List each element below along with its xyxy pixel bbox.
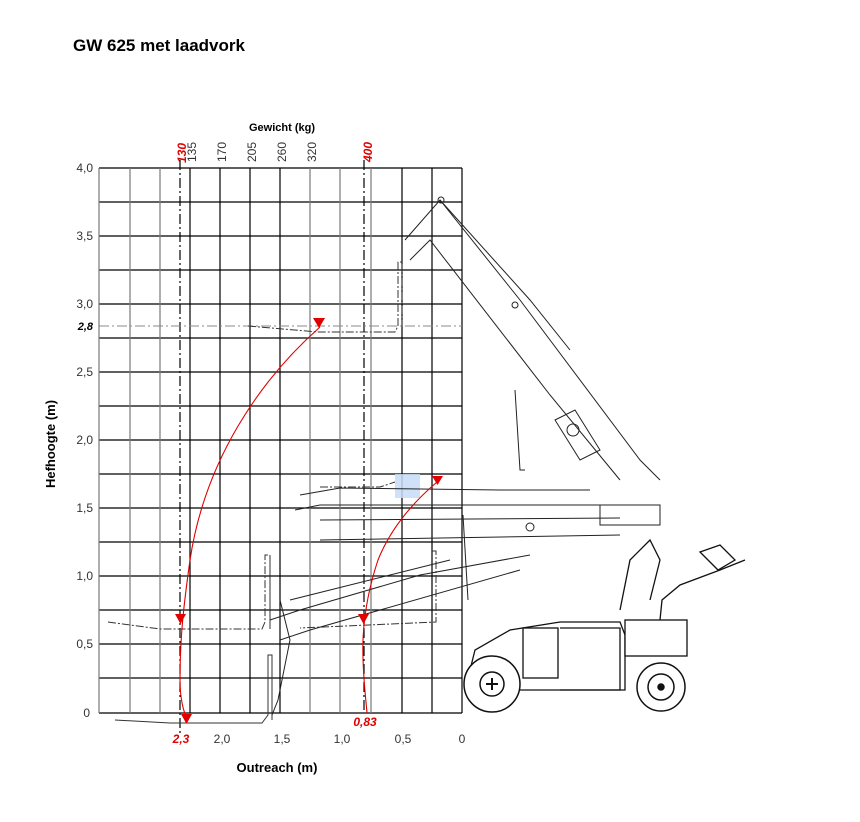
y-tick-0-5: 0,5	[76, 637, 93, 651]
y-tick-1-0: 1,0	[76, 569, 93, 583]
outreach-max-label: 2,3	[172, 732, 190, 746]
y-tick-2-5: 2,5	[76, 365, 93, 379]
load-markers	[175, 318, 443, 724]
marker-min-outreach-mid	[358, 614, 369, 624]
top-tick-labels: 135 170 205 260 320	[185, 142, 319, 162]
y-tick-2-0: 2,0	[76, 433, 93, 447]
load-path-max-outreach	[179, 326, 321, 717]
boom-drawings	[269, 196, 661, 716]
x-tick-1-5: 1,5	[274, 732, 291, 746]
x-tick-0: 0	[459, 732, 466, 746]
y-tick-3-0: 3,0	[76, 297, 93, 311]
vehicle-wheels	[463, 655, 686, 713]
marker-min-outreach-top	[432, 476, 443, 485]
load-path-min-outreach	[362, 481, 438, 714]
top-tick-205: 205	[245, 142, 259, 162]
x-tick-0-5: 0,5	[395, 732, 412, 746]
x-tick-1-0: 1,0	[334, 732, 351, 746]
top-tick-320: 320	[305, 142, 319, 162]
x-axis-label: Outreach (m)	[237, 760, 318, 775]
y-tick-0: 0	[83, 706, 90, 720]
weight-max-label: 400	[361, 142, 375, 163]
marker-max-outreach-bottom	[181, 714, 192, 724]
fork-outlines	[107, 261, 437, 724]
top-tick-135: 135	[185, 142, 199, 162]
page-title: GW 625 met laadvork	[73, 36, 245, 55]
top-axis-label: Gewicht (kg)	[249, 122, 315, 134]
y-tick-1-5: 1,5	[76, 501, 93, 515]
highlight-cell	[395, 474, 420, 498]
marker-top	[313, 318, 325, 328]
marker-max-outreach-mid	[175, 614, 186, 624]
grid-vertical	[98, 168, 463, 713]
load-paths	[179, 326, 438, 717]
y-axis-label: Hefhoogte (m)	[43, 400, 58, 488]
x-tick-labels: 2,0 1,5 1,0 0,5 0	[214, 732, 466, 746]
y-tick-4-0: 4,0	[76, 161, 93, 175]
y-tick-3-5: 3,5	[76, 229, 93, 243]
y-tick-labels: 4,0 3,5 3,0 2,5 2,0 1,5 1,0 0,5 0	[76, 161, 93, 720]
top-tick-260: 260	[275, 142, 289, 162]
outreach-min-label: 0,83	[353, 715, 377, 729]
height-max-label: 2,8	[77, 321, 94, 333]
x-tick-2-0: 2,0	[214, 732, 231, 746]
weight-min-label: 130	[175, 143, 189, 163]
top-tick-170: 170	[215, 142, 229, 162]
